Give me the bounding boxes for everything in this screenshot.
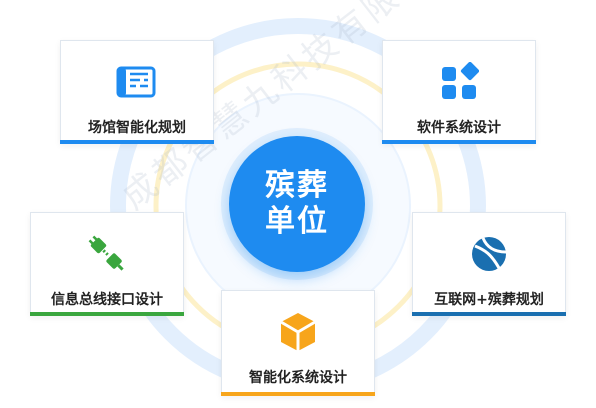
center-node: 殡葬单位: [229, 136, 365, 272]
blueprint-icon: [114, 61, 160, 103]
card-info-label: 信息总线接口设计: [51, 292, 163, 308]
center-label: 殡葬单位: [265, 168, 329, 239]
card-venue-label: 场馆智能化规划: [88, 120, 186, 136]
card-info-bus-interface: 信息总线接口设计: [30, 212, 184, 316]
card-smart-accent-bar: [221, 392, 375, 396]
card-venue-accent-bar: [60, 140, 214, 144]
card-venue-planning: 场馆智能化规划: [60, 40, 214, 144]
card-smart-label: 智能化系统设计: [249, 370, 347, 386]
plug-icon: [85, 233, 129, 275]
card-software-design: 软件系统设计: [382, 40, 536, 144]
app-grid-icon: [439, 61, 479, 103]
card-internet-label: 互联网+殡葬规划: [434, 292, 544, 308]
card-internet-accent-bar: [412, 312, 566, 316]
card-smart-system-design: 智能化系统设计: [221, 290, 375, 396]
card-software-accent-bar: [382, 140, 536, 144]
globe-icon: [469, 233, 509, 275]
card-internet-funeral-planning: 互联网+殡葬规划: [412, 212, 566, 316]
card-software-label: 软件系统设计: [417, 120, 501, 136]
card-info-accent-bar: [30, 312, 184, 316]
cube-icon: [278, 311, 318, 353]
